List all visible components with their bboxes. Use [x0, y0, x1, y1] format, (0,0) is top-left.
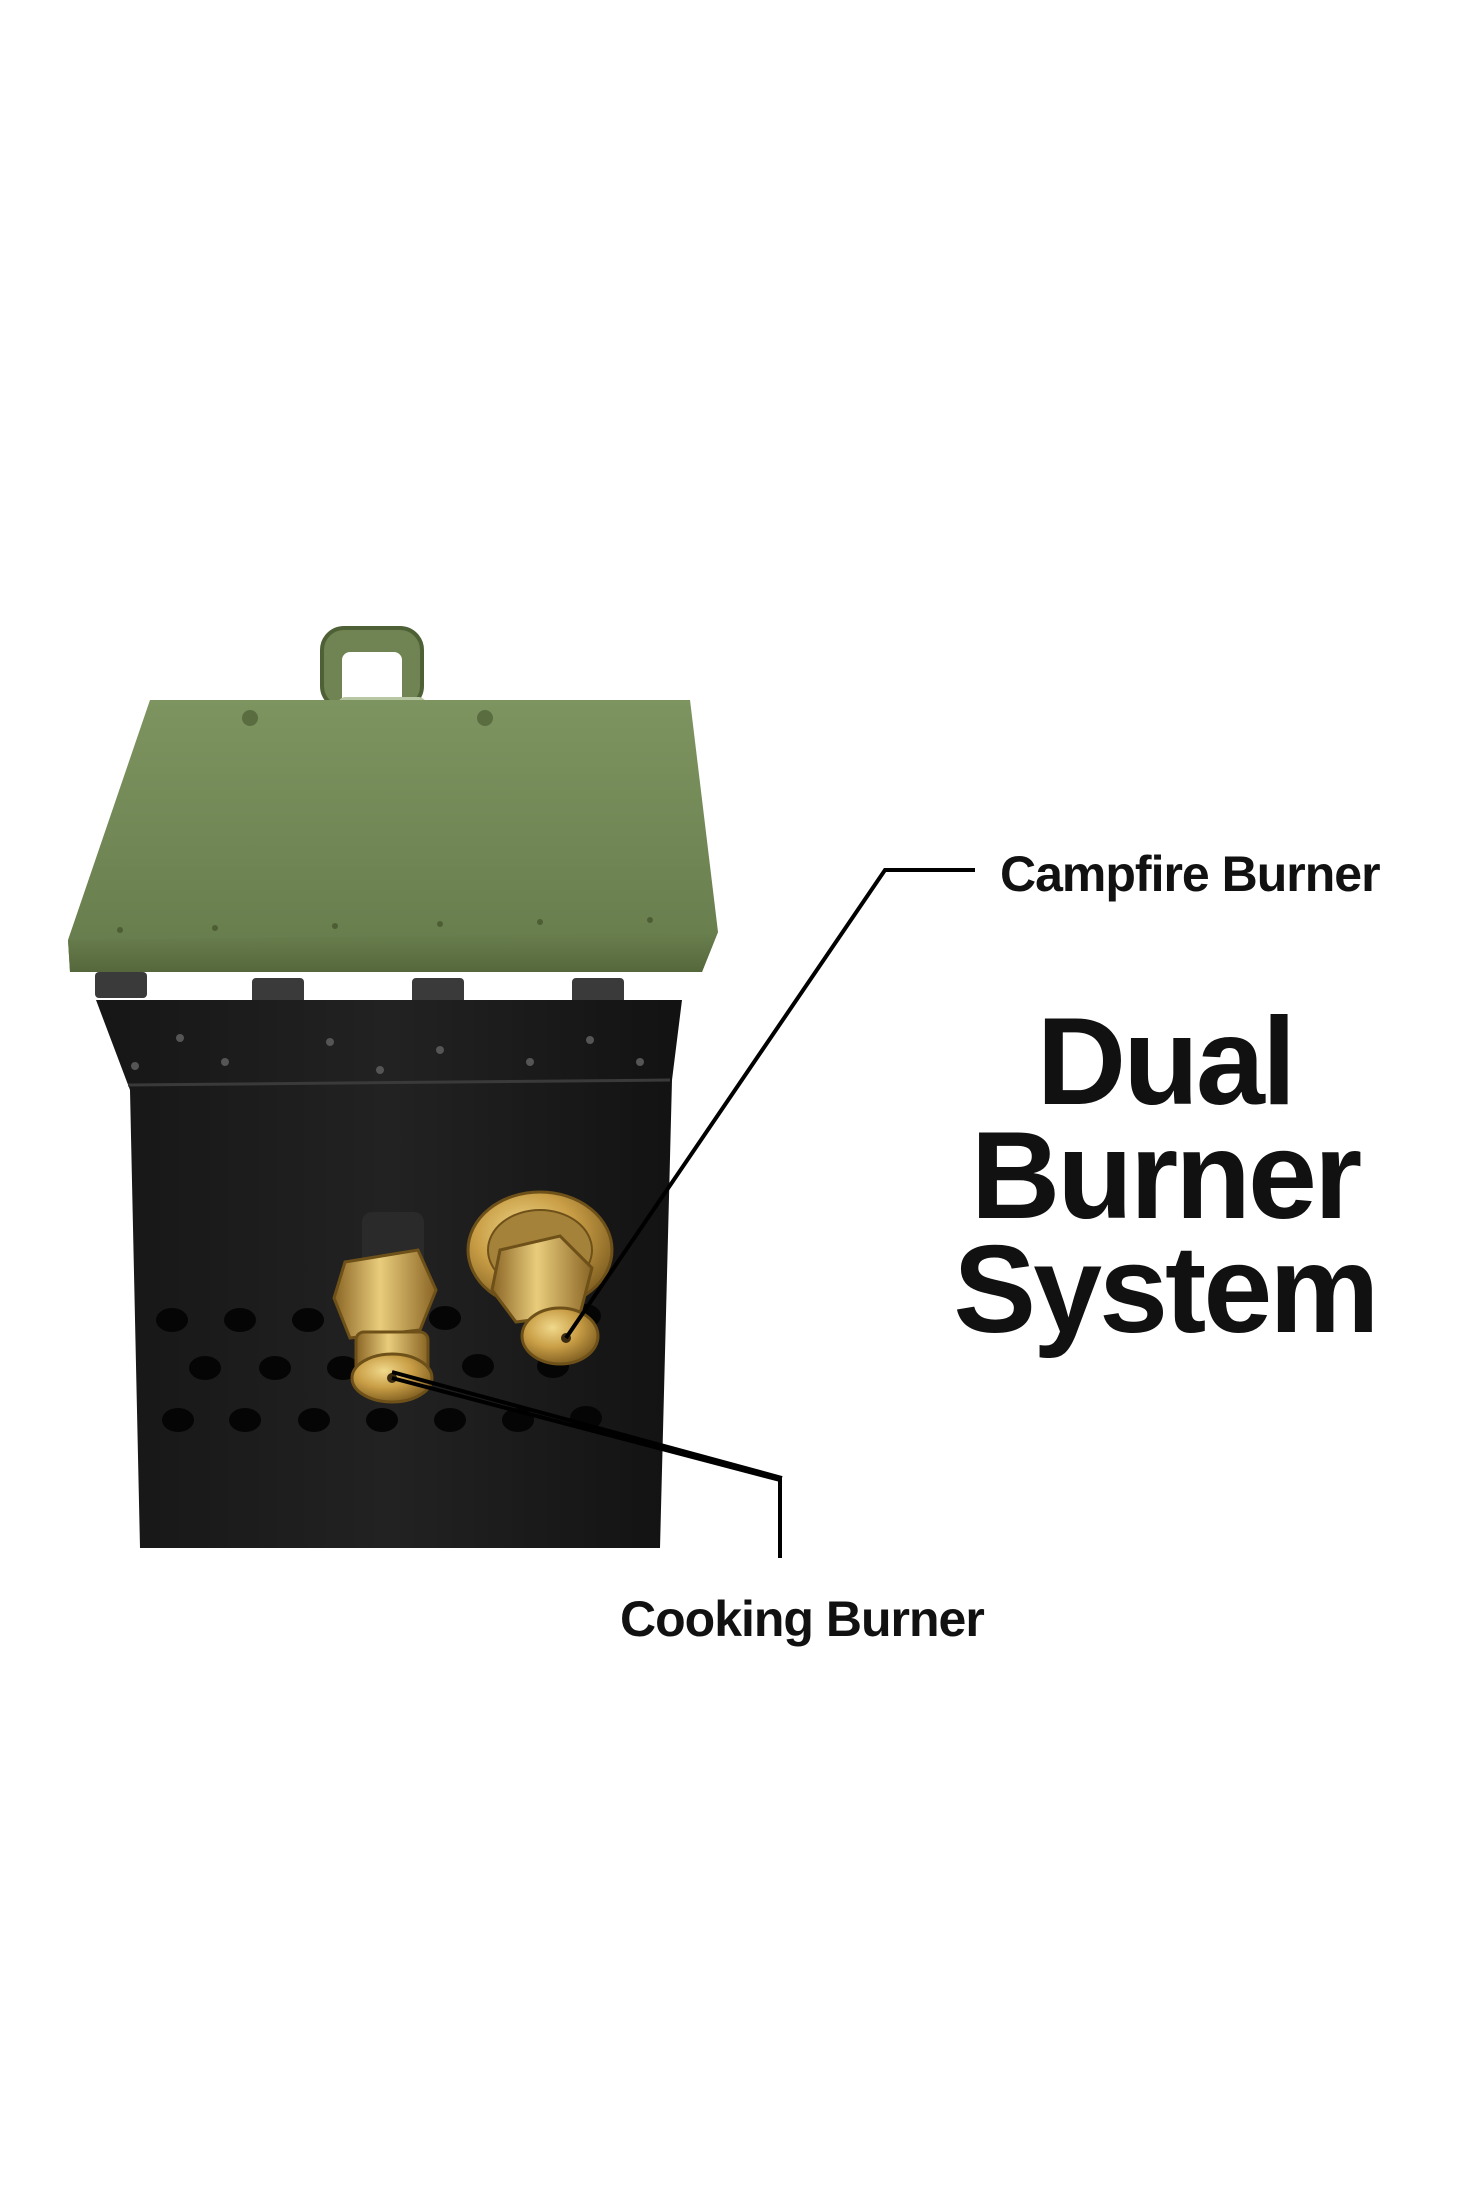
headline-line-3: System: [953, 1221, 1379, 1359]
campfire-leader-line: [564, 868, 975, 1340]
headline: Dual Burner System: [905, 993, 1425, 1359]
cooking-burner-fitting: [332, 1212, 438, 1404]
ammo-can-lid: [68, 700, 718, 972]
headline-line-1: Dual: [1036, 993, 1297, 1131]
headline-line-2: Burner: [970, 1107, 1363, 1245]
cooking-leader-line: [391, 1370, 783, 1558]
campfire-burner-label: Campfire Burner: [1000, 846, 1381, 902]
campfire-burner-fitting: [466, 1190, 614, 1366]
vent-holes: [156, 1304, 602, 1432]
cooking-burner-label: Cooking Burner: [620, 1591, 985, 1647]
lid-hinges: [95, 972, 624, 1004]
